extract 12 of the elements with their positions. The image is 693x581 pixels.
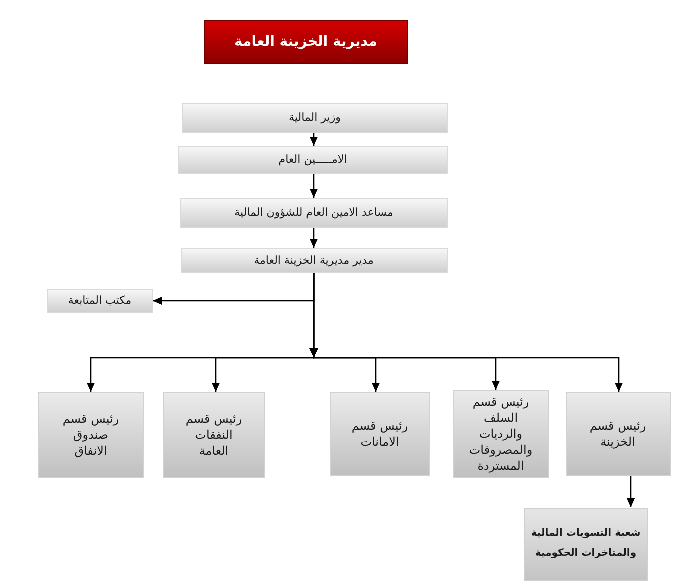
role-box: الامـــــين العام xyxy=(178,146,448,174)
role-box: رئيس قسم صندوق الانفاق xyxy=(38,392,144,478)
role-box: رئيس قسم السلف والرديات والمصروفات المستردة xyxy=(453,390,549,478)
role-box: رئيس قسم النفقات العامة xyxy=(163,392,265,478)
role-box: مدير مديرية الخزينة العامة xyxy=(180,248,448,273)
title-banner: مديرية الخزينة العامة xyxy=(204,20,408,64)
role-box: وزير المالية xyxy=(182,103,448,133)
role-box: رئيس قسم الخزينة xyxy=(566,392,670,476)
role-box: شعبة التسويات المالية والمتاخرات الحكومية xyxy=(524,508,648,580)
role-box: رئيس قسم الامانات xyxy=(330,392,430,476)
role-box: مساعد الامين العام للشؤون المالية xyxy=(180,198,448,228)
role-box: مكتب المتابعة xyxy=(47,289,153,313)
